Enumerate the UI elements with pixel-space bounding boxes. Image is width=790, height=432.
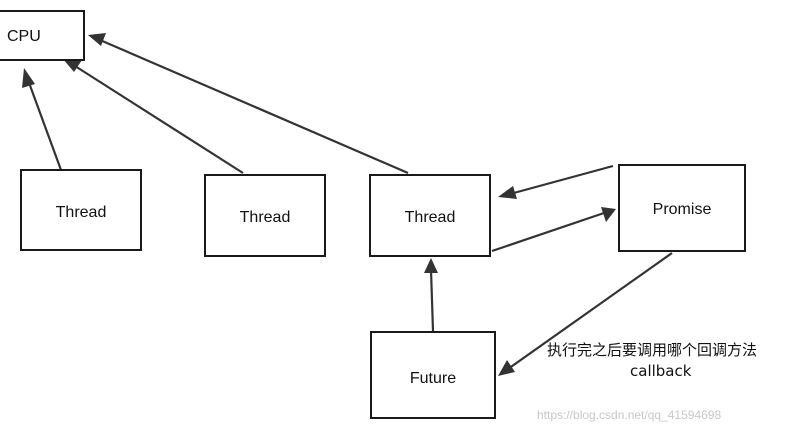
thread-label-3: Thread (405, 209, 456, 226)
edge-promise-to-thread3 (498, 164, 614, 199)
edge-thread1-to-cpu (22, 68, 63, 171)
future-node: Future (370, 331, 496, 419)
callback-annotation-line-1: 执行完之后要调用哪个回调方法 (547, 341, 757, 359)
edge-promise-to-future (498, 252, 673, 376)
edge-future-to-thread3 (424, 258, 438, 332)
thread-label-2: Thread (240, 209, 291, 226)
cpu-label: CPU (7, 28, 41, 45)
promise-label: Promise (653, 201, 712, 218)
promise-node: Promise (618, 164, 746, 252)
thread-node-3: Thread (369, 174, 491, 257)
cpu-node: CPU (0, 10, 85, 61)
thread-node-2: Thread (204, 174, 326, 257)
callback-annotation-line-2: callback (630, 362, 692, 380)
edge-thread2-to-cpu (63, 59, 244, 174)
thread-node-1: Thread (20, 169, 142, 251)
edge-thread3-to-promise (491, 207, 616, 253)
edge-thread3-to-cpu (88, 33, 409, 175)
future-label: Future (410, 370, 456, 387)
watermark-url: https://blog.csdn.net/qq_41594698 (537, 408, 721, 422)
thread-label-1: Thread (56, 204, 107, 221)
